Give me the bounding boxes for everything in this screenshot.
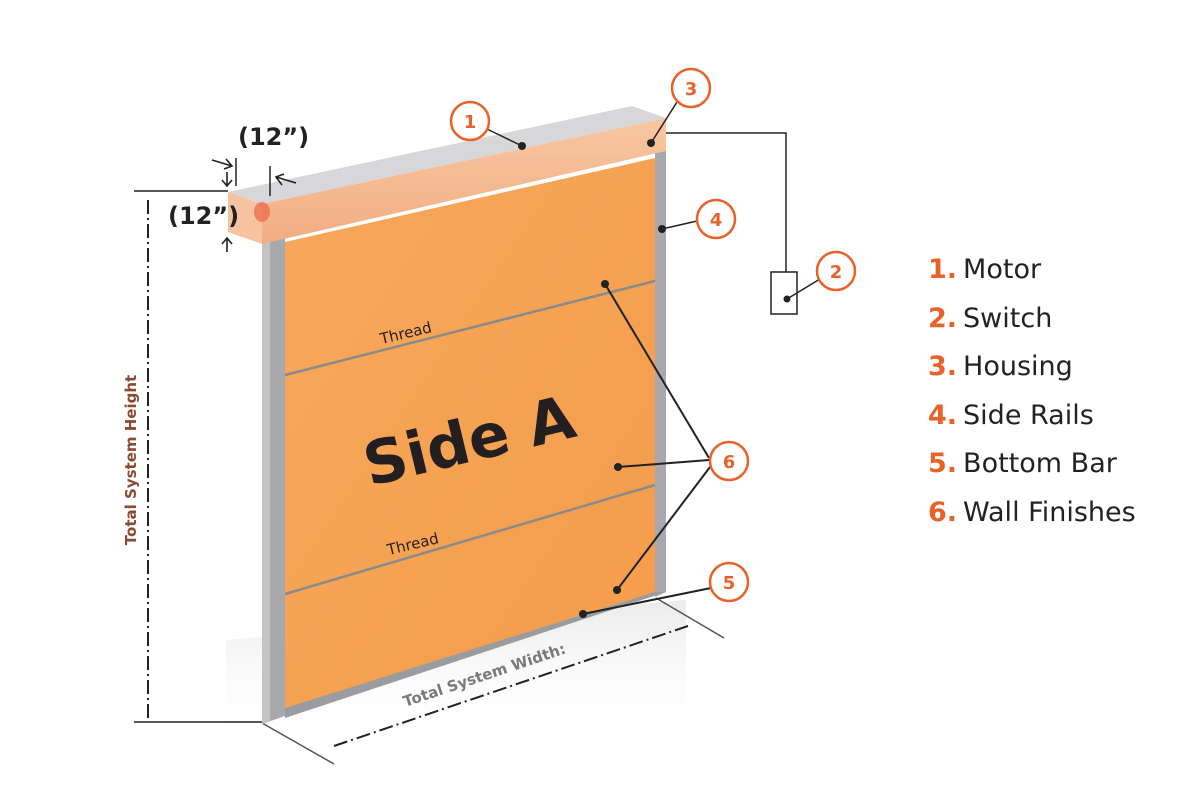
callout-6: 6 xyxy=(708,440,750,482)
bottom-bar xyxy=(285,592,666,718)
housing-width-arrow-left xyxy=(211,158,234,170)
leader-wall-finishes-top xyxy=(604,283,710,459)
leader-motor xyxy=(484,127,523,147)
floor-line-left xyxy=(261,722,335,765)
callout-3: 3 xyxy=(670,67,712,109)
callout-2-number: 2 xyxy=(830,262,843,283)
legend-item-housing: 3.Housing xyxy=(928,351,1188,400)
dot-housing xyxy=(647,139,655,147)
side-rail-left-face xyxy=(262,242,270,724)
legend-item-side-rails: 4.Side Rails xyxy=(928,400,1188,449)
legend-number: 1. xyxy=(928,254,958,285)
housing-side xyxy=(228,192,262,244)
callout-4: 4 xyxy=(695,198,737,240)
motor-glow xyxy=(254,202,270,222)
dot-wall-finishes-top xyxy=(601,280,609,288)
dot-wall-finishes-bottom xyxy=(613,586,621,594)
callout-1: 1 xyxy=(449,100,491,142)
dot-switch xyxy=(783,295,791,303)
door-panel xyxy=(285,158,655,712)
dot-motor xyxy=(518,142,526,150)
switch-box xyxy=(770,271,798,315)
legend-number: 3. xyxy=(928,351,958,382)
legend-number: 5. xyxy=(928,448,958,479)
leader-bottom-bar xyxy=(582,587,712,615)
legend-label: Bottom Bar xyxy=(963,448,1117,479)
dot-wall-finishes-mid xyxy=(614,463,622,471)
width-dimension-line xyxy=(333,625,689,747)
callout-5-number: 5 xyxy=(723,573,736,594)
legend-item-motor: 1.Motor xyxy=(928,254,1188,303)
callout-1-number: 1 xyxy=(464,112,477,133)
legend-label: Wall Finishes xyxy=(963,496,1136,528)
leader-housing xyxy=(650,101,678,144)
legend: 1.Motor 2.Switch 3.Housing 4.Side Rails … xyxy=(928,254,1188,545)
housing-height-arrow-top xyxy=(221,172,233,188)
legend-label: Switch xyxy=(963,302,1053,334)
housing-height-label: (12”) xyxy=(168,202,239,230)
housing-top xyxy=(228,106,666,204)
leader-wall-finishes-bottom xyxy=(616,466,711,591)
housing-width-label: (12”) xyxy=(238,123,309,151)
legend-label: Motor xyxy=(963,254,1042,285)
leader-switch xyxy=(786,278,821,300)
switch-wire xyxy=(666,132,787,272)
housing-height-arrow-bottom xyxy=(221,236,233,252)
leader-wall-finishes-mid xyxy=(617,459,710,468)
dot-side-rails xyxy=(658,225,666,233)
callout-2: 2 xyxy=(815,250,857,292)
thread-line-upper xyxy=(284,279,656,377)
legend-number: 2. xyxy=(928,302,958,334)
callout-3-number: 3 xyxy=(685,79,698,100)
legend-number: 4. xyxy=(928,399,958,431)
housing-width-arrow-right xyxy=(274,173,297,186)
callout-5: 5 xyxy=(708,561,750,603)
legend-label: Side Rails xyxy=(963,399,1094,431)
legend-item-switch: 2.Switch xyxy=(928,303,1188,352)
total-height-label: Total System Height xyxy=(122,375,140,545)
leader-side-rails xyxy=(661,220,698,230)
legend-number: 6. xyxy=(928,496,958,528)
side-rail-right xyxy=(655,147,666,597)
thread-line-lower xyxy=(284,483,656,596)
dot-bottom-bar xyxy=(579,610,587,618)
callout-4-number: 4 xyxy=(710,210,723,231)
callout-6-number: 6 xyxy=(723,452,736,473)
housing-front xyxy=(262,118,666,244)
floor-line-right xyxy=(655,597,725,639)
legend-label: Housing xyxy=(963,351,1073,382)
legend-item-wall-finishes: 6.Wall Finishes xyxy=(928,497,1188,546)
legend-item-bottom-bar: 5.Bottom Bar xyxy=(928,448,1188,497)
